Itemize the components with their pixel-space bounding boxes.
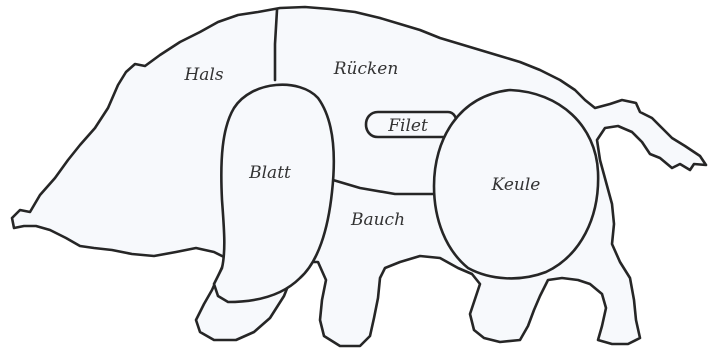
blatt-region — [214, 85, 334, 302]
boar-body-outline — [12, 7, 706, 346]
label-hals: Hals — [183, 65, 223, 85]
label-blatt: Blatt — [248, 163, 291, 183]
label-keule: Keule — [491, 175, 541, 195]
label-bauch: Bauch — [350, 210, 405, 230]
label-filet: Filet — [387, 116, 428, 136]
label-ruecken: Rücken — [333, 59, 399, 79]
